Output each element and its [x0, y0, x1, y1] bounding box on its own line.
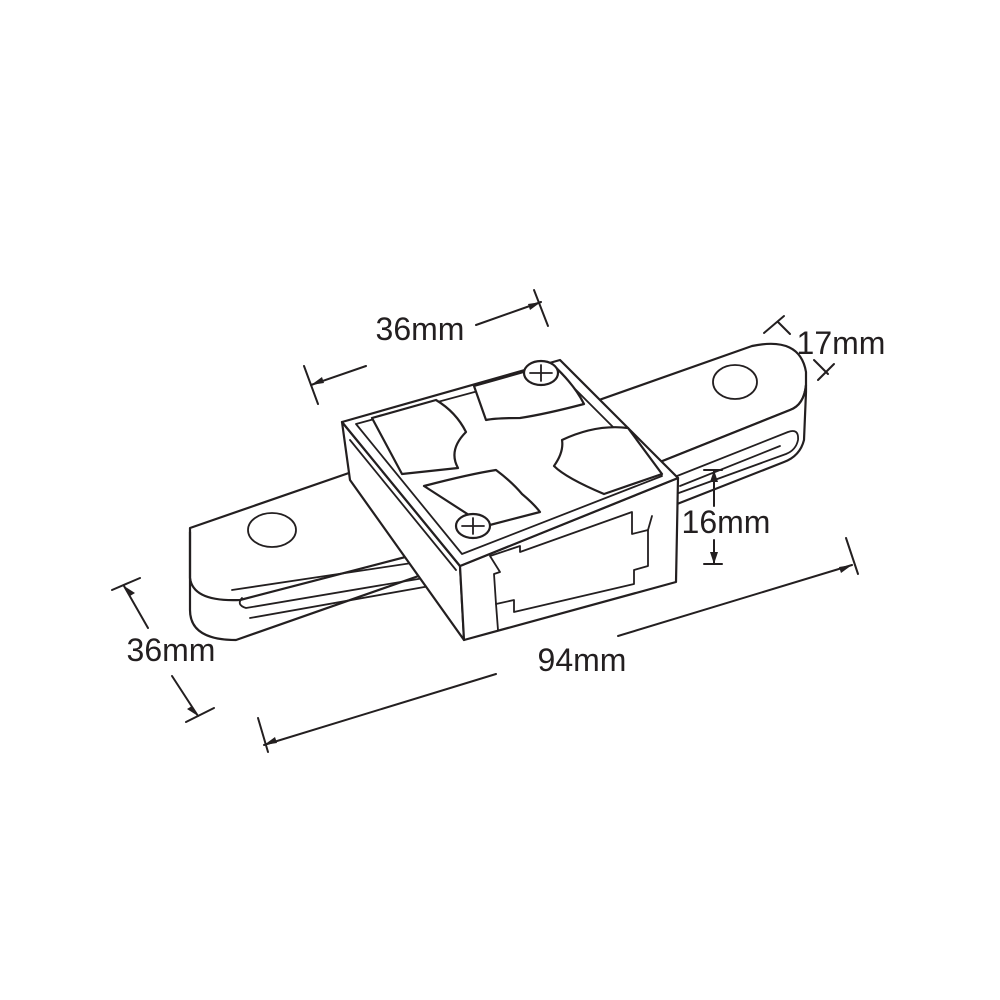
dimension-rail-width: 17mm — [763, 315, 886, 381]
top-pad-left — [370, 398, 468, 476]
terminal-window — [489, 511, 649, 613]
dimension-depth: 36mm — [111, 577, 216, 723]
top-pad-right — [552, 426, 664, 496]
central-housing — [340, 358, 680, 642]
right-mounting-hole — [712, 364, 758, 400]
dimension-length: 94mm — [257, 537, 859, 753]
dimension-label: 17mm — [797, 325, 886, 361]
dimension-label: 36mm — [127, 632, 216, 668]
top-pad-front — [422, 468, 542, 528]
dimension-label: 94mm — [538, 642, 627, 678]
screw-front — [454, 512, 492, 540]
dimension-top-width: 36mm — [303, 289, 549, 405]
dimension-label: 36mm — [376, 311, 465, 347]
left-mounting-hole — [247, 512, 297, 548]
screw-back — [522, 359, 560, 387]
dimension-label: 16mm — [682, 504, 771, 540]
dimension-height: 16mm — [682, 469, 771, 565]
